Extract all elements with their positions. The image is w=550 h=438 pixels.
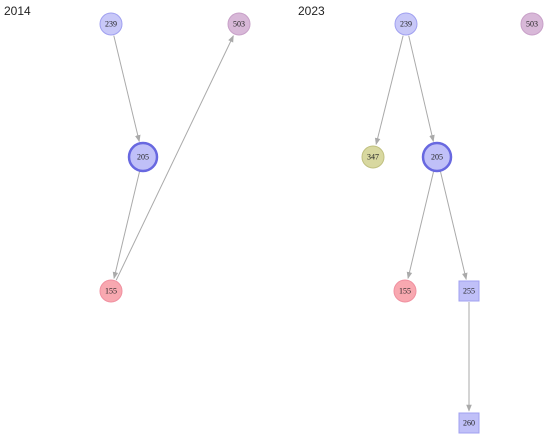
node-2023-503[interactable]: 503 (520, 12, 544, 36)
node-shape-205 (127, 141, 159, 173)
node-label-255: 255 (463, 287, 475, 296)
edge-2014-155-to-503 (115, 35, 234, 281)
node-label-239: 239 (400, 20, 412, 29)
node-label-260: 260 (463, 419, 475, 428)
node-shape-260 (458, 412, 480, 434)
node-2014-155[interactable]: 155 (99, 279, 123, 303)
node-2014-503[interactable]: 503 (227, 12, 251, 36)
node-2023-205[interactable]: 205 (421, 141, 453, 173)
node-label-503: 503 (233, 20, 245, 29)
node-shape-239 (99, 12, 123, 36)
node-2014-205[interactable]: 205 (127, 141, 159, 173)
edge-2023-205-to-155 (406, 171, 435, 280)
edge-2023-239-to-347 (374, 35, 404, 146)
node-label-503: 503 (526, 20, 538, 29)
node-shape-155 (393, 279, 417, 303)
node-shape-205 (421, 141, 453, 173)
node-shape-503 (520, 12, 544, 36)
edge-2014-239-to-205 (113, 35, 141, 143)
node-2023-255[interactable]: 255 (458, 280, 480, 302)
node-2023-260[interactable]: 260 (458, 412, 480, 434)
node-label-239: 239 (105, 20, 117, 29)
edge-2023-239-to-205 (408, 35, 435, 143)
node-2023-239[interactable]: 239 (394, 12, 418, 36)
node-label-155: 155 (399, 287, 411, 296)
edge-2023-205-to-255 (439, 171, 468, 281)
panel-title-2014: 2014 (4, 4, 31, 18)
node-2014-239[interactable]: 239 (99, 12, 123, 36)
node-shape-347 (361, 145, 385, 169)
node-label-347: 347 (367, 153, 379, 162)
node-2023-347[interactable]: 347 (361, 145, 385, 169)
node-label-205: 205 (137, 153, 149, 162)
node-shape-239 (394, 12, 418, 36)
node-label-155: 155 (105, 287, 117, 296)
node-shape-155 (99, 279, 123, 303)
edge-2014-205-to-155 (112, 171, 141, 280)
node-shape-503 (227, 12, 251, 36)
panel-title-2023: 2023 (298, 4, 325, 18)
node-2023-155[interactable]: 155 (393, 279, 417, 303)
node-label-205: 205 (431, 153, 443, 162)
node-shape-255 (458, 280, 480, 302)
